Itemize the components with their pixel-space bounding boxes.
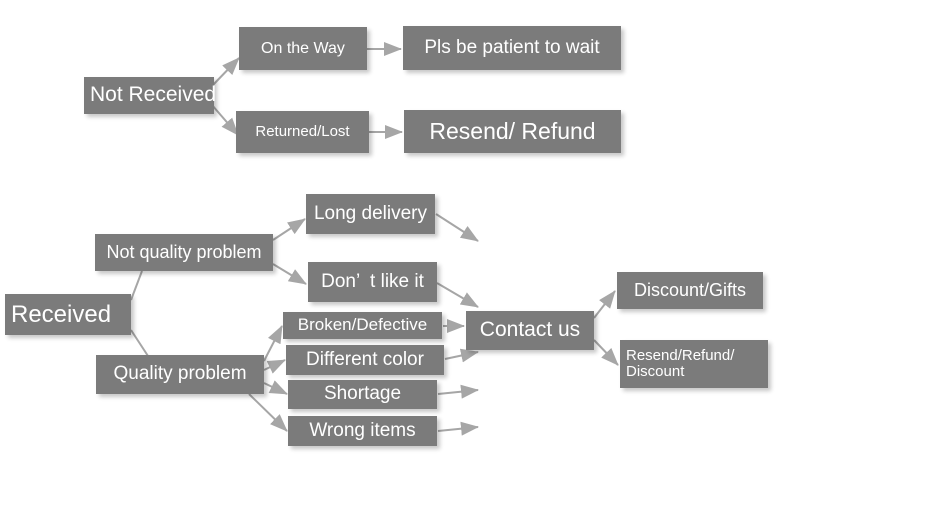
edge-e-quality-different bbox=[263, 359, 286, 374]
node-long-delivery[interactable]: Long delivery bbox=[306, 194, 435, 234]
node-discount-gifts[interactable]: Discount/Gifts bbox=[617, 272, 763, 309]
edge-e-dontlike-contact bbox=[436, 282, 479, 308]
node-label-not-received: Not Received bbox=[90, 83, 217, 107]
node-received[interactable]: Received bbox=[5, 294, 131, 335]
node-resend-refund[interactable]: Resend/ Refund bbox=[404, 110, 621, 153]
edge-e-notquality-longdelivery bbox=[272, 218, 306, 241]
node-resend-refund-discount[interactable]: Resend/Refund/ Discount bbox=[620, 340, 768, 388]
edge-e-different-contact bbox=[444, 348, 479, 363]
node-label-pls-be-patient: Pls be patient to wait bbox=[424, 36, 600, 58]
node-label-contact-us: Contact us bbox=[479, 318, 581, 342]
edge-e-longdelivery-contact bbox=[435, 213, 479, 242]
node-label-returned-lost: Returned/Lost bbox=[255, 122, 350, 140]
node-quality-problem[interactable]: Quality problem bbox=[96, 355, 264, 394]
node-wrong-items[interactable]: Wrong items bbox=[288, 416, 437, 446]
edge-e-received-quality bbox=[130, 329, 149, 357]
node-label-resend-refund-discount: Resend/Refund/ Discount bbox=[626, 346, 735, 380]
edge-e-quality-broken bbox=[263, 325, 283, 362]
node-label-dont-like-it: Don’ t like it bbox=[321, 270, 424, 292]
edge-e-quality-shortage bbox=[263, 380, 288, 395]
node-label-wrong-items: Wrong items bbox=[309, 419, 416, 441]
node-label-resend-refund: Resend/ Refund bbox=[429, 118, 596, 145]
node-broken-defective[interactable]: Broken/Defective bbox=[283, 312, 442, 339]
node-label-broken-defective: Broken/Defective bbox=[297, 315, 428, 335]
node-returned-lost[interactable]: Returned/Lost bbox=[236, 111, 369, 153]
node-label-quality-problem: Quality problem bbox=[113, 363, 247, 385]
edge-e-contact-discount bbox=[593, 290, 616, 319]
edge-e-shortage-contact bbox=[437, 384, 479, 399]
edge-e-received-notquality bbox=[130, 270, 143, 301]
node-label-not-quality-problem: Not quality problem bbox=[106, 241, 262, 262]
node-not-received[interactable]: Not Received bbox=[84, 77, 217, 114]
node-pls-be-patient[interactable]: Pls be patient to wait bbox=[403, 26, 621, 70]
node-contact-us[interactable]: Contact us bbox=[466, 311, 594, 350]
node-label-received: Received bbox=[11, 300, 112, 328]
edge-e-notreceived-returnedlost bbox=[211, 104, 239, 136]
node-shortage[interactable]: Shortage bbox=[288, 380, 437, 409]
node-label-on-the-way: On the Way bbox=[261, 39, 345, 57]
node-different-color[interactable]: Different color bbox=[286, 345, 444, 375]
node-label-long-delivery: Long delivery bbox=[313, 202, 428, 224]
edge-e-quality-wrongitems bbox=[248, 393, 288, 432]
edge-e-notquality-dontlike bbox=[272, 263, 307, 285]
node-on-the-way[interactable]: On the Way bbox=[239, 27, 367, 70]
node-not-quality-problem[interactable]: Not quality problem bbox=[95, 234, 273, 271]
node-label-discount-gifts: Discount/Gifts bbox=[633, 279, 747, 300]
edge-e-contact-resendrefund bbox=[593, 339, 619, 366]
edge-e-wrongitems-contact bbox=[437, 421, 479, 436]
edge-e-notreceived-ontheway bbox=[211, 57, 240, 87]
node-label-shortage: Shortage bbox=[323, 383, 402, 405]
node-label-different-color: Different color bbox=[306, 348, 424, 370]
node-dont-like-it[interactable]: Don’ t like it bbox=[308, 262, 437, 302]
